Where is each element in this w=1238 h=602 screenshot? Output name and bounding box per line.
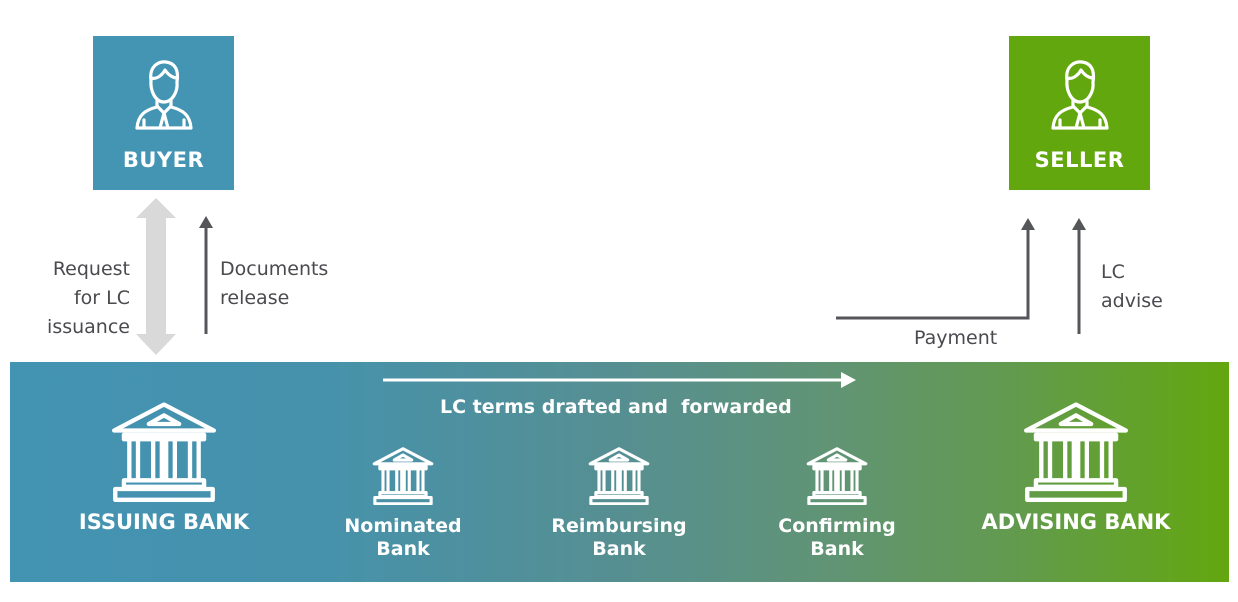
bank-advising: ADVISING BANK	[964, 398, 1188, 534]
bank-label: Nominated	[344, 515, 462, 537]
lc-advise-label: LC advise	[1101, 258, 1163, 316]
documents-label-line: release	[220, 287, 290, 309]
bank-reimbursing: Reimbursing Bank	[540, 445, 698, 561]
bank-nominated: Nominated Bank	[333, 445, 473, 561]
bank-icon	[807, 448, 867, 505]
request-label: Request for LC issuance	[20, 255, 130, 342]
person-icon	[1051, 60, 1109, 130]
buyer-box: BUYER	[93, 36, 234, 190]
lc-terms-arrow	[383, 372, 856, 388]
buyer-label: BUYER	[122, 148, 205, 172]
bank-label: Confirming	[778, 515, 896, 537]
bank-label: ADVISING BANK	[981, 510, 1171, 534]
request-double-arrow	[136, 198, 176, 355]
person-icon	[135, 60, 193, 130]
payment-label: Payment	[914, 327, 998, 349]
bank-confirming: Confirming Bank	[766, 445, 908, 561]
request-label-line: Request	[52, 258, 130, 280]
bank-icon	[589, 448, 649, 505]
payment-arrow	[836, 218, 1035, 320]
bank-icon	[113, 403, 215, 501]
documents-label-line: Documents	[220, 258, 329, 280]
bank-label: Reimbursing	[551, 515, 687, 537]
seller-label: SELLER	[1034, 148, 1125, 172]
bank-icon	[1025, 403, 1127, 501]
lc-advise-label-line: LC	[1101, 261, 1125, 283]
bank-label: Bank	[810, 538, 864, 560]
lc-terms-label: LC terms drafted and forwarded	[440, 396, 792, 418]
bank-icon	[373, 448, 433, 505]
documents-arrow	[199, 216, 213, 334]
lc-advise-label-line: advise	[1101, 290, 1163, 312]
seller-box: SELLER	[1009, 36, 1150, 190]
bank-label: Bank	[592, 538, 646, 560]
documents-label: Documents release	[220, 255, 328, 313]
bank-label: ISSUING BANK	[78, 510, 250, 534]
bank-label: Bank	[376, 538, 430, 560]
bank-issuing: ISSUING BANK	[62, 398, 266, 534]
request-label-line: for LC	[73, 287, 130, 309]
request-label-line: issuance	[47, 316, 130, 338]
lc-advise-arrow	[1072, 218, 1086, 334]
